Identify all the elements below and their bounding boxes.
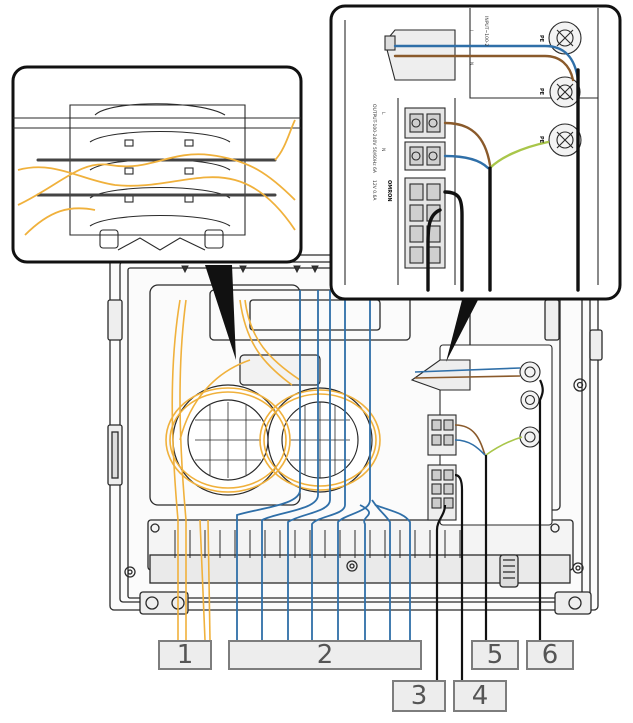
inset-fiber-tray xyxy=(11,65,303,264)
pe-label-2: PE xyxy=(538,88,544,96)
dc-label: 12V 0.6A xyxy=(371,180,377,201)
input-l-label: L xyxy=(468,30,474,33)
inset-pointer-right xyxy=(446,300,478,362)
electrical-module xyxy=(410,344,553,526)
callout-1: 1 xyxy=(158,640,212,670)
callout-5: 5 xyxy=(471,640,519,670)
module-wires xyxy=(414,367,544,690)
dc-brand-label: OMRON xyxy=(386,180,392,202)
input-n-label: N xyxy=(468,62,474,65)
pe-label-1: PE xyxy=(538,35,544,43)
output-label: OUTPUT-100-240V 50/60Hz 6A xyxy=(371,104,377,174)
inset-pointer-left xyxy=(205,265,236,360)
top-adapters xyxy=(181,265,319,274)
callout-6: 6 xyxy=(526,640,574,670)
callout-2: 2 xyxy=(228,640,422,670)
fiber-loops xyxy=(165,299,381,641)
output-l-label: L xyxy=(380,112,386,115)
pe-label-3: PE xyxy=(538,136,544,144)
inset-power-terminals: INPUT~100-2 L N PE PE PE OUTPUT-100-240V… xyxy=(329,4,622,301)
input-label: INPUT~100-2 xyxy=(483,16,489,46)
callout-3: 3 xyxy=(392,680,446,712)
blue-cables xyxy=(236,290,411,640)
output-n-label: N xyxy=(380,148,386,151)
callout-4: 4 xyxy=(453,680,507,712)
